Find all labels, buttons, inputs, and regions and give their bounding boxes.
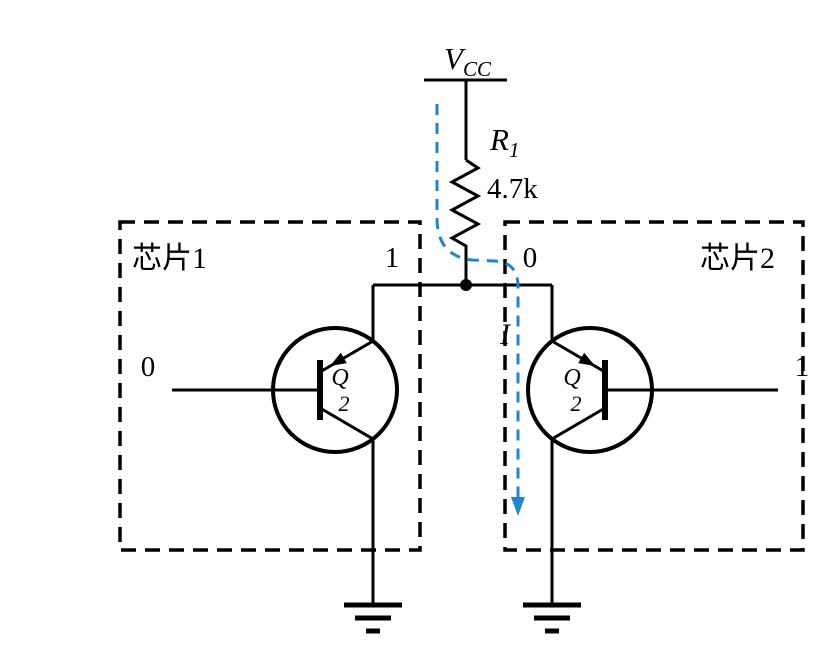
chip2-box [503, 220, 805, 552]
input-label-left: 0 [141, 351, 156, 383]
chip1-box [118, 220, 422, 552]
ground-symbol-left [344, 602, 402, 634]
transistor-right [526, 285, 778, 605]
resistor-zigzag [448, 158, 482, 285]
current-path [435, 104, 520, 500]
transistor-arrow-right [578, 352, 595, 366]
input-label-right: 1 [795, 351, 810, 383]
resistor-value: 4.7k [487, 173, 538, 205]
emitter-wire-left [319, 406, 375, 605]
chip2-label: 芯片2 [700, 242, 775, 275]
emitter-wire-right [550, 406, 606, 605]
transistor-arrow-left [330, 352, 347, 366]
transistor-left [172, 285, 399, 605]
node-label-right: 0 [523, 242, 538, 274]
chip1-label: 芯片1 [132, 242, 207, 275]
junction-node [460, 279, 472, 291]
vcc-label: VCC [444, 41, 492, 81]
transistor-circle-left [271, 326, 399, 454]
resistor-label: R1 [489, 122, 519, 162]
transistor-circle-right [526, 326, 654, 454]
current-label: I [499, 318, 512, 351]
current-arrow-icon [511, 497, 525, 516]
node-label-left: 1 [385, 242, 400, 274]
ground-symbol-right [523, 602, 581, 634]
